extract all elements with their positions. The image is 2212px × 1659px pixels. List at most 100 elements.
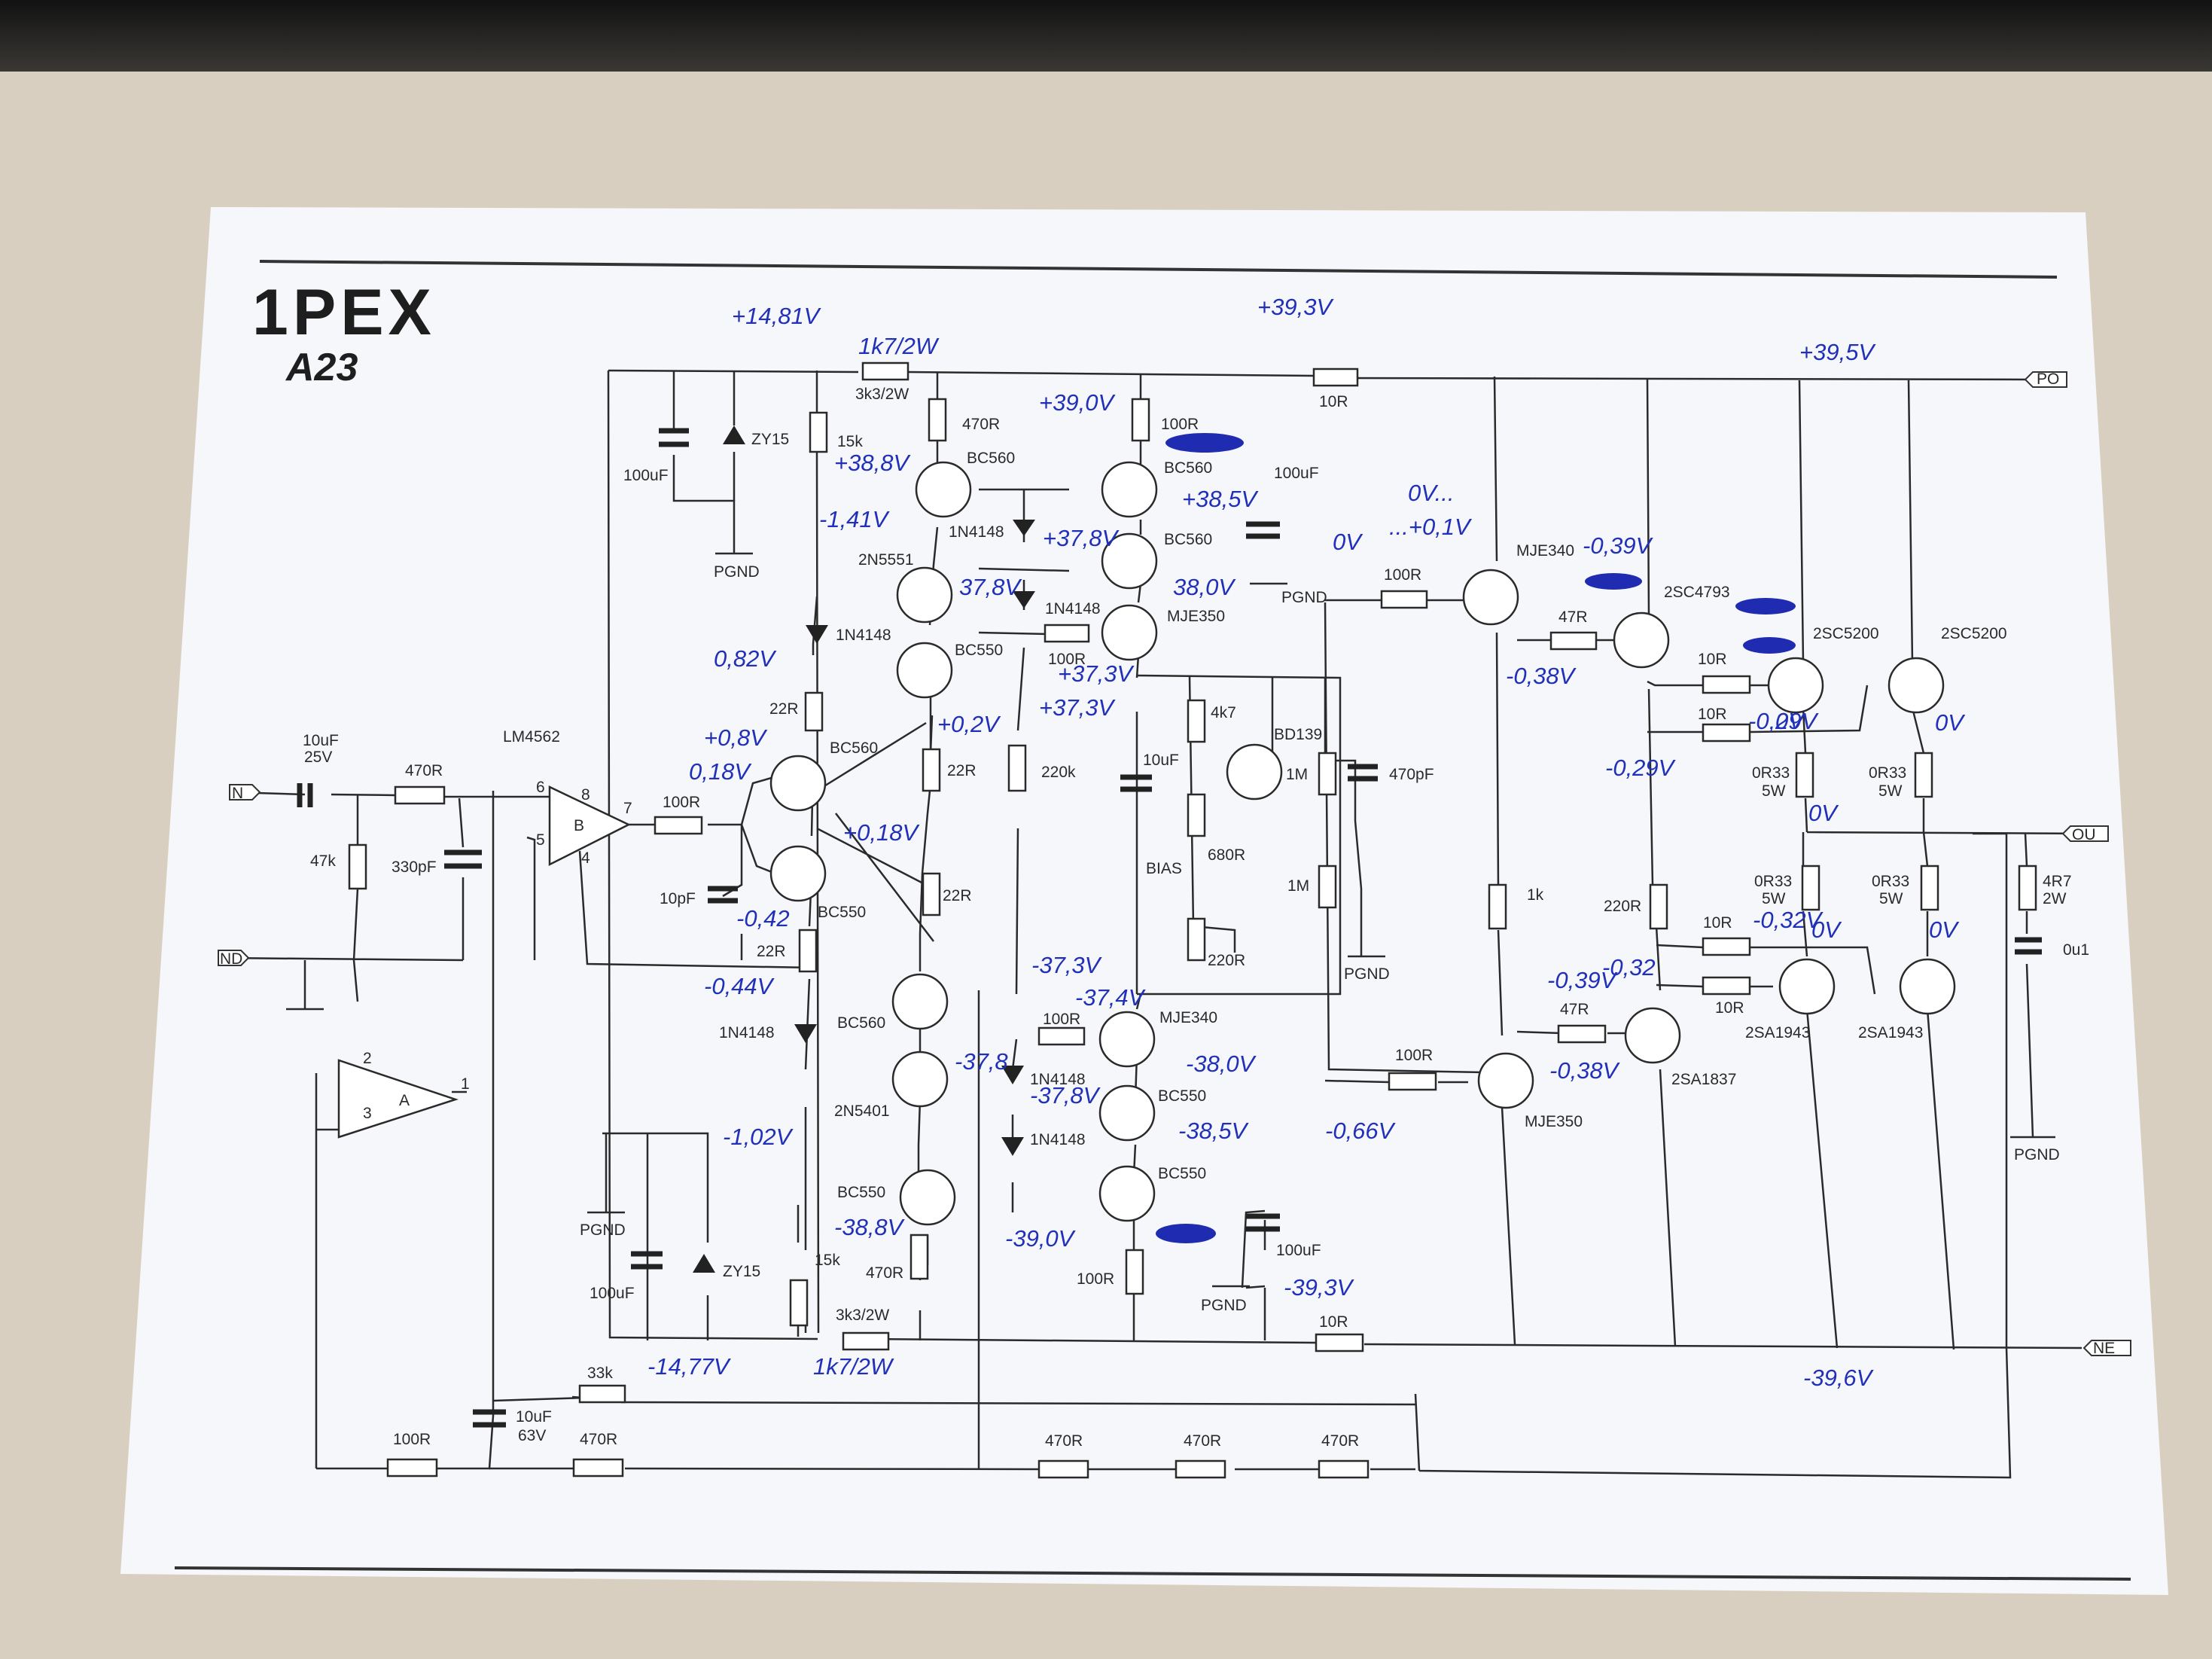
label-4r7: 4R7 [2043,873,2072,890]
note-v-0-18-b: +0,18V [843,819,920,846]
label-470r-bot: 470R [866,1264,903,1282]
scribbles [1156,433,1796,1243]
label-47k: 47k [310,852,336,870]
model-label: A23 [285,346,358,389]
label-220k: 220k [1041,764,1076,781]
label-470pf: 470pF [1389,766,1434,783]
note-v-39-0-top: +39,0V [1039,389,1116,416]
label-zy-top: ZY15 [751,431,789,448]
label-mje350-1: MJE350 [1167,608,1225,625]
note-v-0-1: ...+0,1V [1389,514,1473,540]
note-v-0-66: -0,66V [1325,1118,1397,1144]
bottom-rule [174,1566,2131,1581]
label-100r-a: 100R [663,794,700,811]
resistor-22r-3 [922,872,941,916]
label-10r-4: 10R [1715,999,1744,1017]
note-v-0-82: 0,82V [714,645,777,672]
label-r-in: 470R [405,762,443,779]
resistor-470r-fb2 [1037,1459,1089,1479]
label-pin5: 5 [536,831,545,849]
note-v-39-3-neg: -39,3V [1284,1274,1355,1301]
opamps [337,785,631,1139]
label-5w-3: 5W [1762,890,1786,907]
label-47r-1: 47R [1558,608,1588,626]
label-0r33-3: 0R33 [1754,873,1792,890]
resistor-470r-fb3 [1175,1459,1226,1479]
resistor-680r [1187,793,1206,837]
label-680r: 680R [1208,846,1245,864]
note-v-0-8: +0,8V [704,724,768,751]
note-v-1-02: -1,02V [723,1124,794,1150]
note-v-37-8-a: +37,8V [1043,525,1120,551]
label-100r-d: 100R [1043,1011,1080,1028]
resistor-47k [348,843,367,890]
resistor-10r-4 [1702,976,1751,996]
label-bc550-2: BC550 [818,904,866,921]
label-pin4: 4 [581,849,590,867]
label-1n4148-4: 1N4148 [1045,600,1101,618]
label-2sc5200-2: 2SC5200 [1941,625,2007,642]
label-mje340-2: MJE340 [1159,1009,1217,1026]
label-pin6: 6 [536,779,545,796]
resistor-10r-3 [1702,937,1751,956]
label-2sa1837: 2SA1837 [1671,1071,1736,1088]
label-pin3: 3 [363,1105,372,1122]
label-1n4148-3: 1N4148 [719,1024,775,1041]
label-10r-bot: 10R [1319,1313,1348,1331]
label-10r-top: 10R [1319,393,1348,410]
note-v-0-44: -0,44V [704,973,775,999]
note-v-1-41: -1,41V [819,506,891,532]
note-v-0-42: -0,42 [736,905,790,932]
label-22r-1: 22R [769,700,799,718]
label-pgnd-6: PGND [2014,1146,2060,1163]
note-v-0-29-a: -0,29V [1605,755,1677,781]
resistor-1k [1488,883,1507,930]
resistor-10r-top [1312,367,1359,387]
label-opamp-ic: LM4562 [503,728,560,746]
resistor-47r-1 [1549,631,1598,651]
resistor-1m-1 [1318,752,1337,796]
label-15k-top: 15k [837,433,863,450]
note-v-38-5-neg: -38,5V [1178,1118,1250,1144]
label-r-bot-orig: 3k3/2W [836,1307,889,1324]
note-v-mje340-a: -0,39V [1583,532,1654,559]
label-2sa1943-1: 2SA1943 [1745,1024,1810,1041]
label-r-top-orig: 3k3/2W [855,386,909,403]
label-pin7: 7 [623,800,632,817]
resistor-470r-top [928,398,947,442]
label-220r-pot: 220R [1208,952,1245,969]
grounds [587,552,2055,1288]
note-v-0-38-b: -0,38V [1549,1057,1621,1084]
label-5w-4: 5W [1879,890,1903,907]
label-10uf-bias: 10uF [1143,752,1179,769]
note-v-39-5: +39,5V [1799,339,1876,365]
handwritten-annotations: +14,81V 1k7/2W +39,3V +39,5V +39,0V +38,… [647,294,1966,1391]
label-470r-fb1: 470R [580,1431,617,1448]
label-bc560-4: BC560 [1164,459,1212,477]
port-neg: NE [2093,1340,2115,1357]
label-100r-e: 100R [1395,1047,1433,1064]
label-pgnd-2: PGND [1281,589,1327,606]
label-2n5551: 2N5551 [858,551,914,569]
label-bd139: BD139 [1274,726,1322,743]
label-0r33-1: 0R33 [1752,764,1790,782]
note-v-38-0-neg: -38,0V [1186,1051,1257,1077]
label-100uf-top: 100uF [623,467,669,484]
label-0u1: 0u1 [2063,941,2089,959]
label-22r-4: 22R [757,943,786,960]
note-v-39-3-top: +39,3V [1257,294,1334,320]
label-pin8: 8 [581,786,590,804]
zeners [693,425,745,1273]
resistor-100r-a [654,816,703,835]
resistor-470r-fb1 [572,1458,624,1478]
resistor-470r-in [394,785,446,805]
note-v-0-32-b: -0,32 [1602,954,1656,980]
label-15k-bot: 15k [815,1252,840,1269]
label-1n4148-5: 1N4148 [1030,1071,1086,1088]
note-0v-a: 0V [1333,529,1363,555]
label-pgnd-5: PGND [580,1221,626,1239]
resistor-15k-top [809,411,828,453]
label-pin1: 1 [461,1075,470,1093]
port-pos: PO [2037,371,2059,388]
